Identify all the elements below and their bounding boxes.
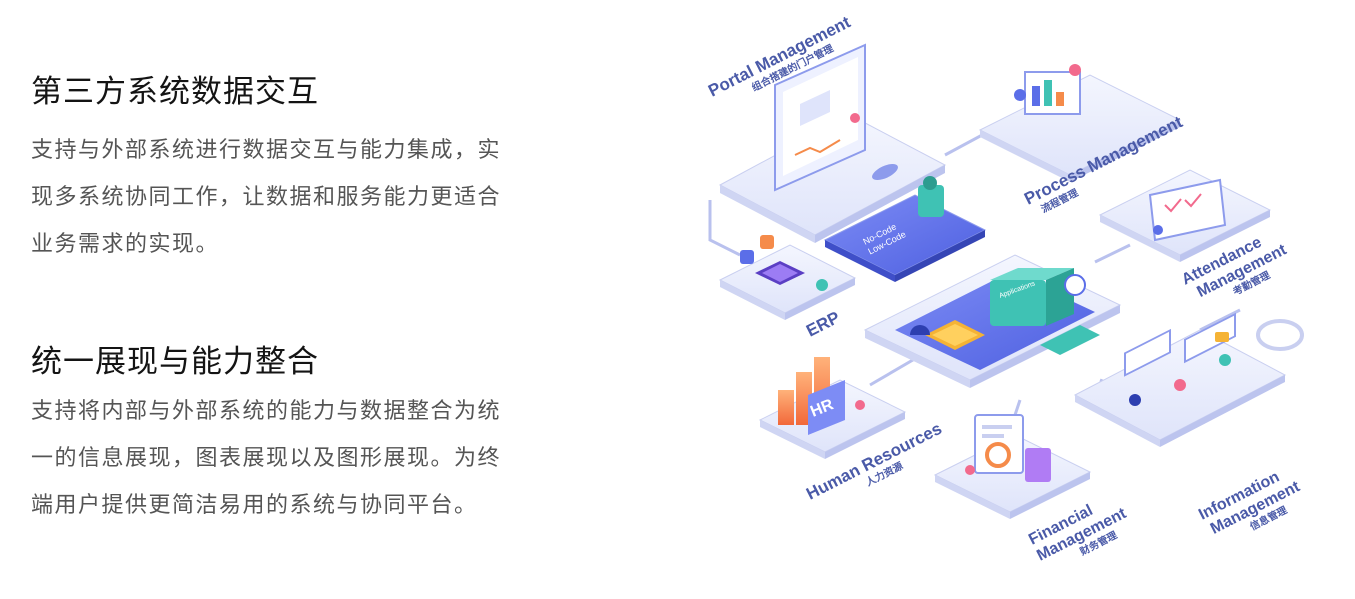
section-body-unified-display: 支持将内部与外部系统的能力与数据整合为统 一的信息展现，图表展现以及图形展现。为…: [31, 399, 502, 518]
label-information: Information Management 信息管理: [1196, 468, 1303, 537]
erp-module: [718, 235, 857, 320]
section-title-unified-display: 统一展现与能力整合: [31, 344, 319, 380]
label-erp: ERP: [803, 308, 843, 341]
isometric-system-diagram: No-Code Low-Code Applications: [680, 0, 1355, 595]
erp-label-en: ERP: [803, 308, 843, 341]
section-title-data-interaction: 第三方系统数据交互: [31, 74, 319, 110]
portal-module: [718, 43, 947, 243]
hr-module: HR: [758, 357, 907, 459]
process-module: [978, 64, 1182, 182]
text-column: 第三方系统数据交互 支持与外部系统进行数据交互与能力集成，实 现多系统协同工作，…: [0, 0, 620, 595]
central-platform: Applications: [863, 254, 1122, 388]
section-body-data-interaction: 支持与外部系统进行数据交互与能力集成，实 现多系统协同工作，让数据和服务能力更适…: [31, 138, 502, 257]
financial-module: [933, 414, 1092, 519]
information-module: [1073, 312, 1304, 447]
no-code-module: No-Code Low-Code: [823, 163, 987, 282]
attendance-module: [1098, 169, 1272, 262]
diagram-svg: No-Code Low-Code Applications: [705, 12, 1304, 565]
